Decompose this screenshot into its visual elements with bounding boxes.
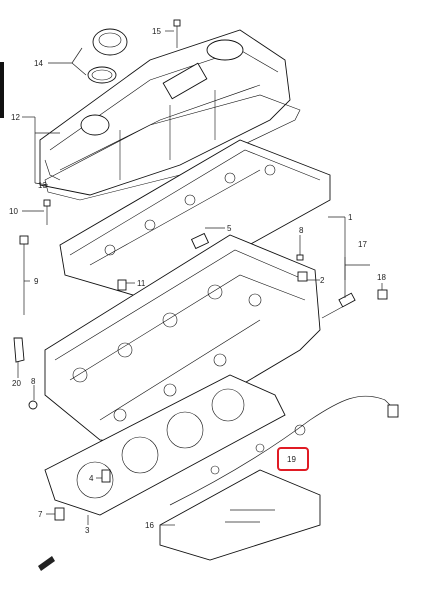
callout-17: 17 bbox=[358, 240, 367, 249]
oil-filler-cap-gasket bbox=[87, 66, 117, 84]
callout-18: 18 bbox=[377, 273, 386, 282]
callout-16: 16 bbox=[145, 521, 154, 530]
nut-2 bbox=[297, 271, 308, 282]
callout-1: 1 bbox=[348, 213, 353, 222]
leader-lines bbox=[17, 30, 383, 526]
gasket-sheet-16 bbox=[159, 469, 321, 561]
callout-2: 2 bbox=[320, 276, 325, 285]
dowel-pin-7 bbox=[54, 507, 65, 521]
callout-10: 10 bbox=[9, 207, 18, 216]
callout-8-right: 8 bbox=[299, 226, 304, 235]
callout-3: 3 bbox=[85, 526, 90, 535]
glow-plug-wiring-harness bbox=[169, 395, 399, 506]
callout-14: 14 bbox=[34, 59, 43, 68]
bracket-20 bbox=[13, 337, 25, 363]
page-edge-bar bbox=[0, 62, 4, 118]
callout-11: 11 bbox=[137, 279, 146, 288]
cylinder-head bbox=[44, 234, 321, 446]
callout-20: 20 bbox=[12, 379, 21, 388]
callout-19: 19 bbox=[287, 455, 296, 464]
stud-6 bbox=[190, 232, 210, 250]
callout-8-left: 8 bbox=[31, 377, 36, 386]
oil-filler-cap bbox=[92, 28, 128, 56]
callout-13: 13 bbox=[38, 181, 47, 190]
cylinder-head-cover-gasket bbox=[44, 94, 301, 201]
bolt-10 bbox=[43, 199, 51, 225]
callout-15: 15 bbox=[152, 27, 161, 36]
callout-9: 9 bbox=[34, 277, 39, 286]
stud-8-right bbox=[296, 235, 304, 261]
callout-12: 12 bbox=[11, 113, 20, 122]
callout-5: 5 bbox=[227, 224, 232, 233]
callout-7: 7 bbox=[38, 510, 43, 519]
camshaft-housing bbox=[59, 139, 331, 301]
callout-4: 4 bbox=[89, 474, 94, 483]
glow-plug-17 bbox=[321, 292, 356, 319]
cylinder-head-cover bbox=[39, 29, 291, 196]
connector-18 bbox=[377, 289, 388, 300]
front-direction-stamp bbox=[38, 555, 55, 571]
plug-8-left bbox=[28, 400, 38, 410]
bolt-15 bbox=[173, 19, 181, 48]
head-bolt-9 bbox=[19, 235, 29, 315]
highlight-box-19 bbox=[277, 447, 309, 471]
dowel-pin-4 bbox=[101, 469, 111, 483]
pin-11 bbox=[117, 279, 127, 291]
